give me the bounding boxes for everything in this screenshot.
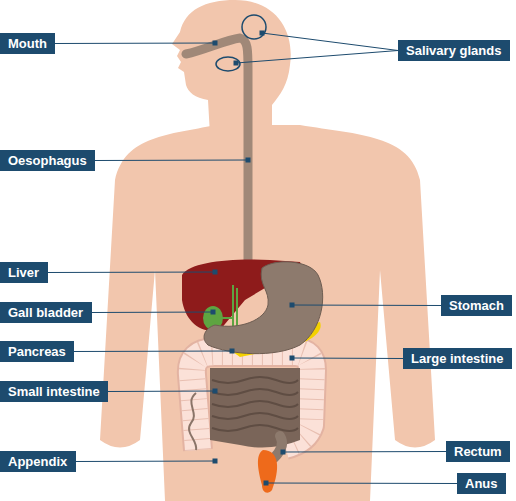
leader-dot	[213, 270, 218, 275]
leader-line	[108, 391, 215, 393]
anus-organ	[258, 450, 277, 493]
leader-line	[95, 160, 248, 162]
organ-label: Salivary glands	[398, 40, 510, 61]
label-text: Anus	[465, 473, 498, 494]
bile-duct	[220, 285, 237, 330]
leader-line	[48, 272, 215, 274]
label-text: Salivary glands	[406, 40, 501, 61]
leader-lines	[48, 31, 457, 486]
leader-line	[74, 351, 232, 353]
oesophagus-tube	[186, 38, 248, 275]
large-intestine	[192, 352, 312, 450]
leader-line	[76, 461, 215, 463]
leader-line	[236, 51, 398, 64]
label-text: Oesophagus	[8, 150, 87, 171]
label-text: Appendix	[8, 451, 67, 472]
leader-dot	[230, 349, 235, 354]
leader-dot	[260, 31, 265, 36]
organ-label: Pancreas	[0, 341, 74, 362]
organ-label: Rectum	[446, 441, 510, 462]
leader-dot	[264, 481, 269, 486]
organ-label: Mouth	[0, 33, 55, 54]
leader-line	[266, 483, 457, 485]
organ-label: Stomach	[441, 295, 512, 316]
organ-label: Appendix	[0, 451, 76, 472]
leader-line	[283, 451, 446, 453]
organ-label: Large intestine	[403, 348, 512, 369]
leader-dot	[290, 303, 295, 308]
leader-line	[55, 43, 215, 45]
leader-dot	[290, 356, 295, 361]
leader-dot	[213, 41, 218, 46]
leader-line	[292, 305, 441, 307]
label-text: Gall bladder	[8, 302, 83, 323]
organ-label: Liver	[0, 262, 48, 283]
leader-line	[92, 312, 213, 314]
small-intestine-coils	[212, 377, 298, 431]
leader-dot	[246, 158, 251, 163]
salivary-gland	[242, 15, 266, 39]
label-text: Pancreas	[8, 341, 66, 362]
leader-dot	[211, 310, 216, 315]
leader-dot	[234, 61, 239, 66]
leader-line	[292, 358, 403, 360]
label-text: Rectum	[454, 441, 502, 462]
organ-label: Gall bladder	[0, 302, 92, 323]
label-text: Large intestine	[411, 348, 503, 369]
label-text: Small intestine	[8, 381, 100, 402]
leader-line	[262, 33, 398, 51]
large-intestine-folds	[192, 352, 312, 450]
label-text: Stomach	[449, 295, 504, 316]
salivary-gland	[216, 57, 240, 71]
body-silhouette	[100, 125, 435, 501]
organ-label: Anus	[457, 473, 506, 494]
large-intestine-outline	[192, 352, 312, 450]
rectum-organ	[274, 436, 282, 458]
appendix-organ	[189, 393, 196, 450]
label-text: Liver	[8, 262, 39, 283]
head-silhouette	[172, 0, 291, 135]
stomach-organ	[204, 262, 323, 354]
organ-label: Oesophagus	[0, 150, 95, 171]
label-text: Mouth	[8, 33, 47, 54]
leader-dot	[213, 459, 218, 464]
organ-label: Small intestine	[0, 381, 108, 402]
small-intestine-organ	[210, 368, 300, 448]
leader-dot	[281, 450, 286, 455]
leader-dot	[213, 389, 218, 394]
